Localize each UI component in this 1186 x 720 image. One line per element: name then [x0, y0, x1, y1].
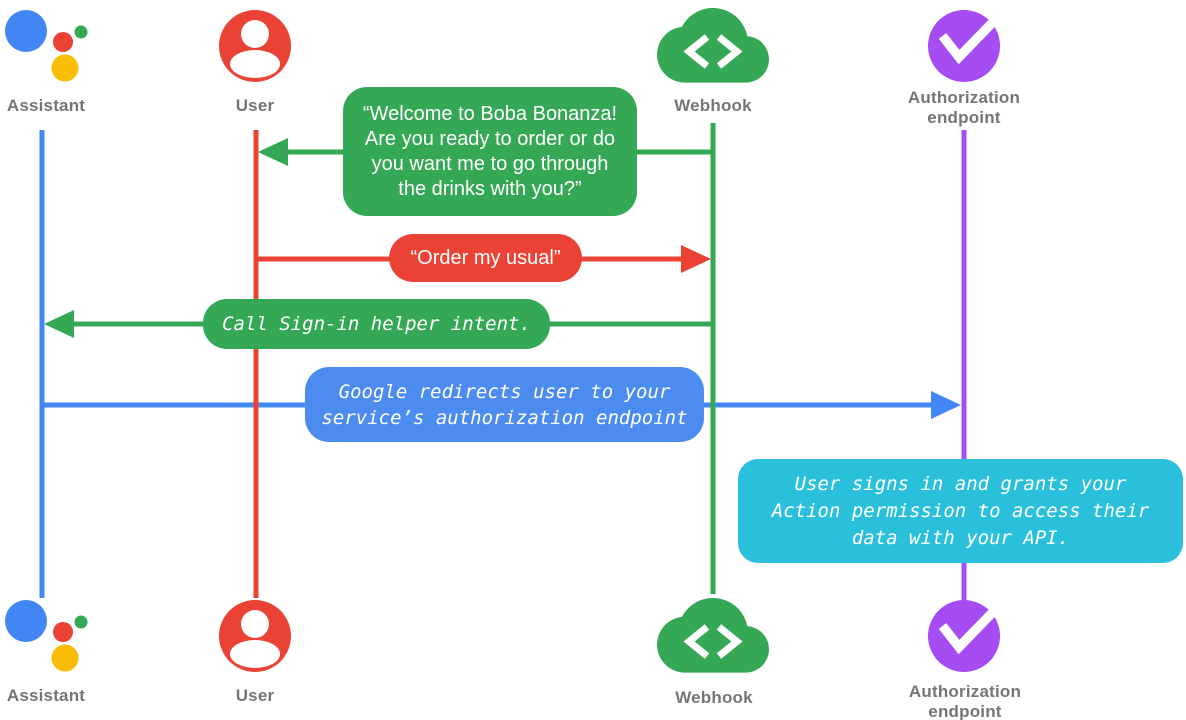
actor-label-auth-endpoint-bottom: Authorization endpoint — [908, 682, 1022, 720]
actor-label-assistant-bottom: Assistant — [6, 686, 86, 705]
message-signin-helper: Call Sign-in helper intent. — [203, 299, 550, 349]
webhook-cloud-icon-bottom — [657, 598, 769, 673]
message-text: Google redirects user to your service’s … — [321, 380, 688, 429]
code-icon — [683, 34, 710, 69]
webhook-cloud-icon — [657, 8, 769, 83]
actor-label-webhook-top: Webhook — [674, 96, 752, 115]
actor-label-webhook-bottom: Webhook — [675, 688, 753, 707]
signin-arrowhead — [44, 310, 74, 338]
user-icon-bottom — [219, 600, 291, 672]
code-icon — [716, 34, 743, 69]
redirect-arrowhead — [931, 391, 961, 419]
google-assistant-icon-bottom — [5, 600, 88, 672]
actor-label-user-top: User — [235, 96, 275, 115]
actor-label-auth-endpoint-top: Authorization endpoint — [907, 88, 1021, 127]
actor-label-user-bottom: User — [235, 686, 275, 705]
checkmark-icon — [938, 609, 996, 655]
auth-endpoint-icon — [928, 10, 1000, 82]
welcome-arrowhead — [258, 138, 288, 166]
message-text: “Welcome to Boba Bonanza! Are you ready … — [362, 102, 618, 200]
message-user-grants: User signs in and grants your Action per… — [738, 459, 1183, 563]
order-arrowhead — [681, 245, 711, 273]
message-redirect: Google redirects user to your service’s … — [305, 367, 704, 442]
google-assistant-icon — [5, 10, 88, 82]
message-welcome: “Welcome to Boba Bonanza! Are you ready … — [343, 87, 637, 216]
user-icon — [219, 10, 291, 82]
actor-label-assistant-top: Assistant — [6, 96, 86, 115]
message-text: “Order my usual” — [410, 247, 561, 269]
code-icon — [716, 624, 743, 659]
code-icon — [683, 624, 710, 659]
auth-endpoint-icon-bottom — [928, 600, 1000, 672]
message-text: Call Sign-in helper intent. — [222, 313, 531, 335]
message-order: “Order my usual” — [389, 234, 582, 282]
checkmark-icon — [938, 19, 996, 65]
message-text: User signs in and grants your Action per… — [771, 472, 1150, 549]
